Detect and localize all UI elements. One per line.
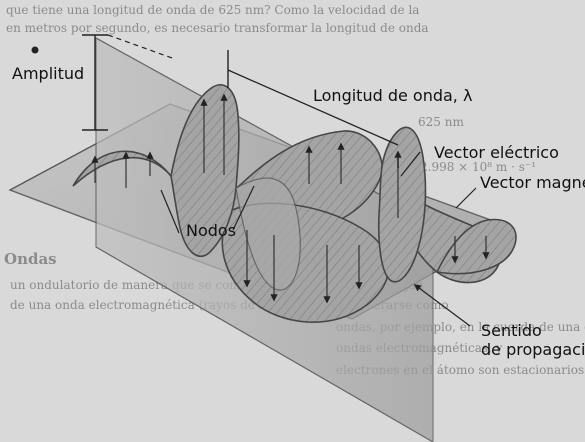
diagram-labels: Amplitud Longitud de onda, λ Vector eléc… [12, 64, 585, 359]
background-line-4: 2.998 × 10⁸ m · s⁻¹ [420, 160, 536, 174]
direction-label-line-2: de propagación [481, 340, 585, 359]
electric-vector-label: Vector eléctrico [434, 143, 559, 162]
wave-arrows [91, 93, 490, 304]
nodes-label: Nodos [186, 221, 236, 240]
amplitude-label: Amplitud [12, 64, 84, 83]
wavelength-indicator [227, 50, 399, 168]
pointer-lines [160, 151, 477, 327]
electric-wave [170, 83, 427, 291]
background-line-3: 625 nm [418, 115, 464, 129]
background-line-1: que tiene una longitud de onda de 625 nm… [6, 3, 419, 17]
magnetic-vector-label: Vector magnético [480, 173, 585, 192]
background-heading: Ondas [4, 250, 57, 268]
direction-label-line-1: Sentido [481, 321, 542, 340]
amplitude-indicator [31, 34, 173, 131]
wavelength-label: Longitud de onda, λ [313, 86, 472, 105]
amplitude-marker-icon [31, 46, 39, 54]
background-line-2: en metros por segundo, es necesario tran… [6, 21, 429, 35]
